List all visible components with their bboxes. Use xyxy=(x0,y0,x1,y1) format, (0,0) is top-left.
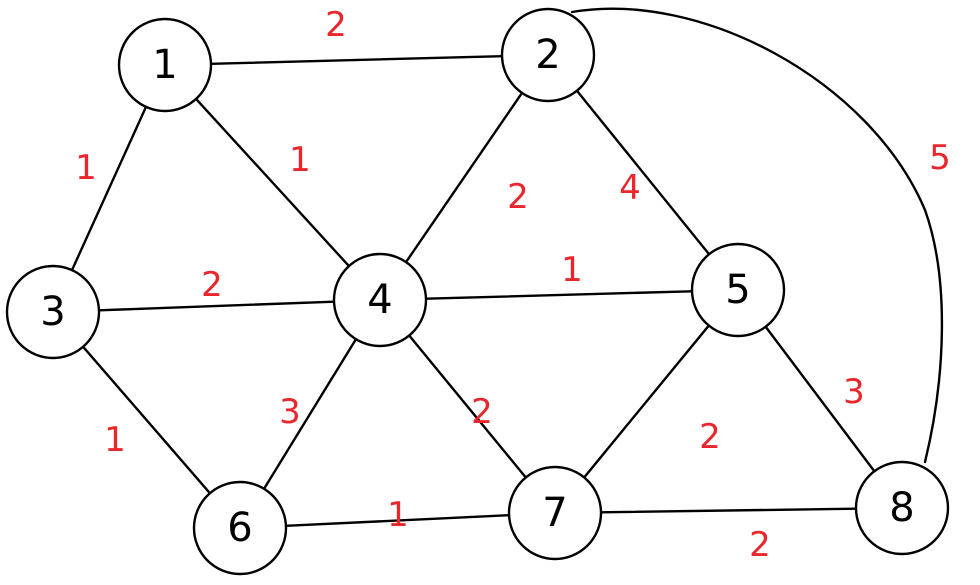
edge-weight-4-6: 3 xyxy=(279,392,301,432)
node-circle xyxy=(507,465,603,561)
edge-2-8 xyxy=(570,7,944,464)
edge-weight-1-4: 1 xyxy=(289,140,311,180)
edge-weight-2-8: 5 xyxy=(929,138,951,178)
node-circle xyxy=(332,252,428,348)
edge-4-7 xyxy=(408,334,527,479)
node-3: 3 xyxy=(5,264,101,360)
node-2: 2 xyxy=(500,7,596,103)
edge-3-4 xyxy=(97,300,336,312)
node-6: 6 xyxy=(192,480,288,576)
node-label: 3 xyxy=(40,289,65,335)
edge-4-5 xyxy=(424,290,694,300)
edge-weight-3-6: 1 xyxy=(104,420,126,460)
edge-4-6 xyxy=(262,337,358,491)
edge-5-7 xyxy=(582,324,711,479)
edge-weight-6-7: 1 xyxy=(387,495,409,535)
node-7: 7 xyxy=(507,465,603,561)
edge-weight-5-7: 2 xyxy=(699,417,721,457)
node-label: 2 xyxy=(535,32,560,78)
node-1: 1 xyxy=(117,17,213,113)
node-label: 5 xyxy=(725,267,750,313)
node-label: 8 xyxy=(889,485,914,531)
edge-3-6 xyxy=(81,345,212,495)
edge-weight-2-4: 2 xyxy=(507,177,529,217)
edge-weight-1-2: 2 xyxy=(325,5,347,45)
edge-2-4 xyxy=(404,91,524,264)
node-circle xyxy=(854,460,950,556)
edge-1-4 xyxy=(194,97,351,268)
node-label: 7 xyxy=(542,490,567,536)
edge-1-2 xyxy=(209,55,504,65)
node-label: 6 xyxy=(227,505,252,551)
node-label: 1 xyxy=(152,42,177,88)
edge-weight-7-8: 2 xyxy=(749,525,771,565)
edge-1-3 xyxy=(70,105,148,272)
node-circle xyxy=(500,7,596,103)
edge-weight-1-3: 1 xyxy=(75,148,97,188)
edge-weight-5-8: 3 xyxy=(843,372,865,412)
node-circle xyxy=(5,264,101,360)
edges-layer xyxy=(70,7,944,528)
edge-weight-4-7: 2 xyxy=(471,392,493,432)
node-5: 5 xyxy=(690,242,786,338)
node-circle xyxy=(192,480,288,576)
edge-2-5 xyxy=(575,89,711,256)
node-8: 8 xyxy=(854,460,950,556)
edge-6-7 xyxy=(284,513,511,528)
edge-weight-4-5: 1 xyxy=(561,250,583,290)
node-circle xyxy=(117,17,213,113)
edge-7-8 xyxy=(599,507,858,514)
edge-5-8 xyxy=(764,325,876,473)
node-label: 4 xyxy=(367,277,392,323)
node-circle xyxy=(690,242,786,338)
node-4: 4 xyxy=(332,252,428,348)
edge-weight-3-4: 2 xyxy=(201,265,223,305)
edge-weight-2-5: 4 xyxy=(619,168,641,208)
